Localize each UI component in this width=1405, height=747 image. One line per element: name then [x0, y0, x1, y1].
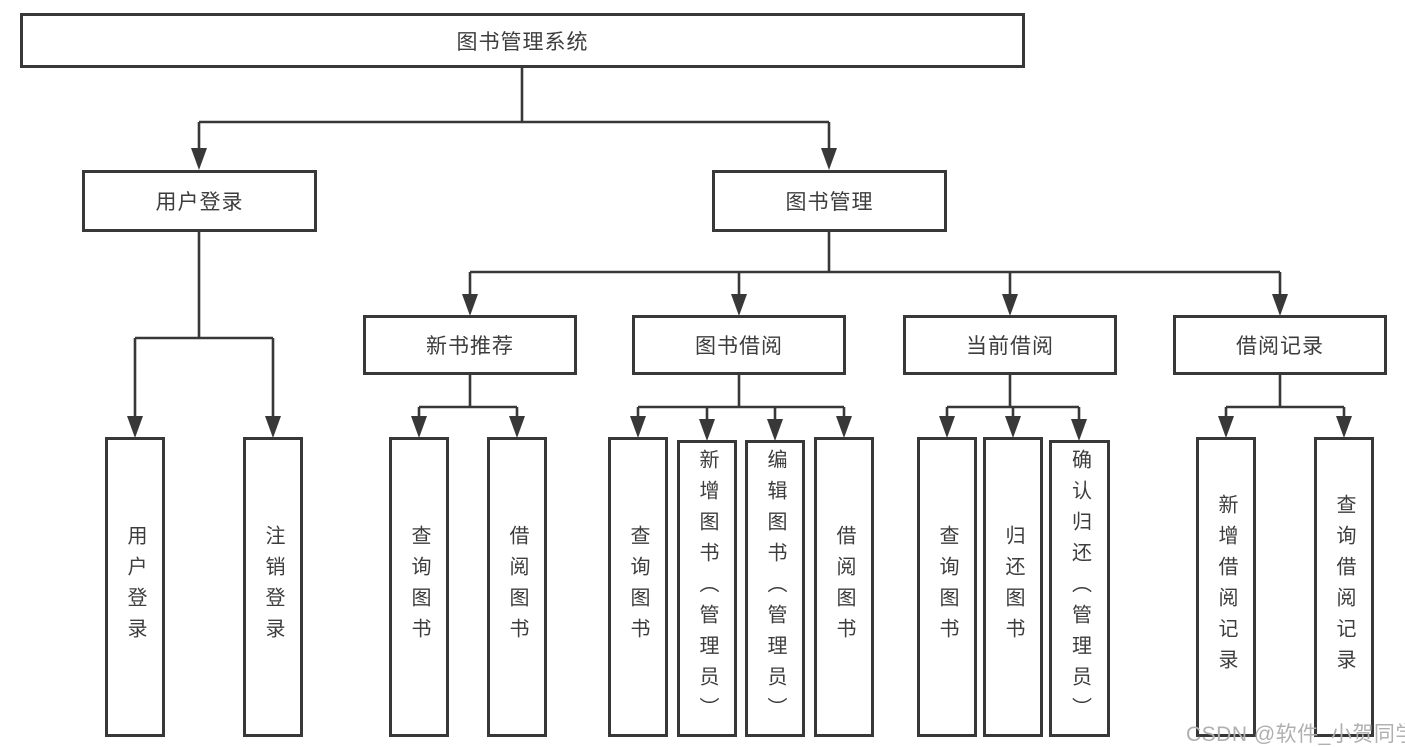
- node-label: 图书管理: [785, 191, 874, 214]
- node-label: 查询图书: [408, 525, 430, 649]
- node-label: 当前借阅: [966, 335, 1054, 358]
- node-leaf-add-books-admin: 新增图书（管理员）: [677, 440, 737, 737]
- node-leaf-query-books-1: 查询图书: [389, 437, 449, 737]
- node-label: 借阅记录: [1236, 335, 1324, 358]
- node-label: 查询借阅记录: [1333, 494, 1355, 680]
- node-leaf-query-books-3: 查询图书: [917, 437, 977, 737]
- node-label: 查询图书: [936, 525, 958, 649]
- node-leaf-confirm-return-admin: 确认归还（管理员）: [1049, 440, 1110, 737]
- node-label: 新增借阅记录: [1215, 494, 1237, 680]
- node-label: 图书管理系统: [456, 30, 589, 54]
- node-leaf-query-borrow-record: 查询借阅记录: [1314, 437, 1374, 737]
- node-label: 注销登录: [262, 525, 284, 649]
- node-leaf-borrow-books-2: 借阅图书: [814, 437, 874, 737]
- node-label: 编辑图书（管理员）: [764, 449, 786, 728]
- node-label: 新增图书（管理员）: [696, 449, 718, 728]
- node-label: 借阅图书: [833, 525, 855, 649]
- node-label: 新书推荐: [426, 335, 514, 358]
- node-user-login-branch: 用户登录: [82, 170, 317, 232]
- node-leaf-user-login: 用户登录: [105, 437, 165, 737]
- watermark: CSDN @软件_小贺同学: [1186, 723, 1405, 746]
- node-leaf-borrow-books-1: 借阅图书: [487, 437, 547, 737]
- node-library-management-system: 图书管理系统: [20, 13, 1025, 68]
- node-label: 用户登录: [124, 525, 146, 649]
- node-label: 借阅图书: [506, 525, 528, 649]
- node-leaf-query-books-2: 查询图书: [608, 437, 668, 737]
- node-book-management-branch: 图书管理: [712, 170, 947, 232]
- node-current-borrowing: 当前借阅: [903, 315, 1117, 375]
- node-book-borrowing: 图书借阅: [632, 315, 846, 375]
- node-leaf-edit-books-admin: 编辑图书（管理员）: [745, 440, 805, 737]
- node-label: 图书借阅: [695, 335, 783, 358]
- node-new-book-recommendation: 新书推荐: [363, 315, 577, 375]
- node-label: 确认归还（管理员）: [1068, 449, 1091, 728]
- node-label: 查询图书: [627, 525, 649, 649]
- node-leaf-add-borrow-record: 新增借阅记录: [1196, 437, 1256, 737]
- node-leaf-logout: 注销登录: [243, 437, 303, 737]
- node-label: 用户登录: [155, 191, 244, 214]
- node-leaf-return-books: 归还图书: [983, 437, 1043, 737]
- node-borrowing-records: 借阅记录: [1173, 315, 1387, 375]
- node-label: 归还图书: [1002, 525, 1024, 649]
